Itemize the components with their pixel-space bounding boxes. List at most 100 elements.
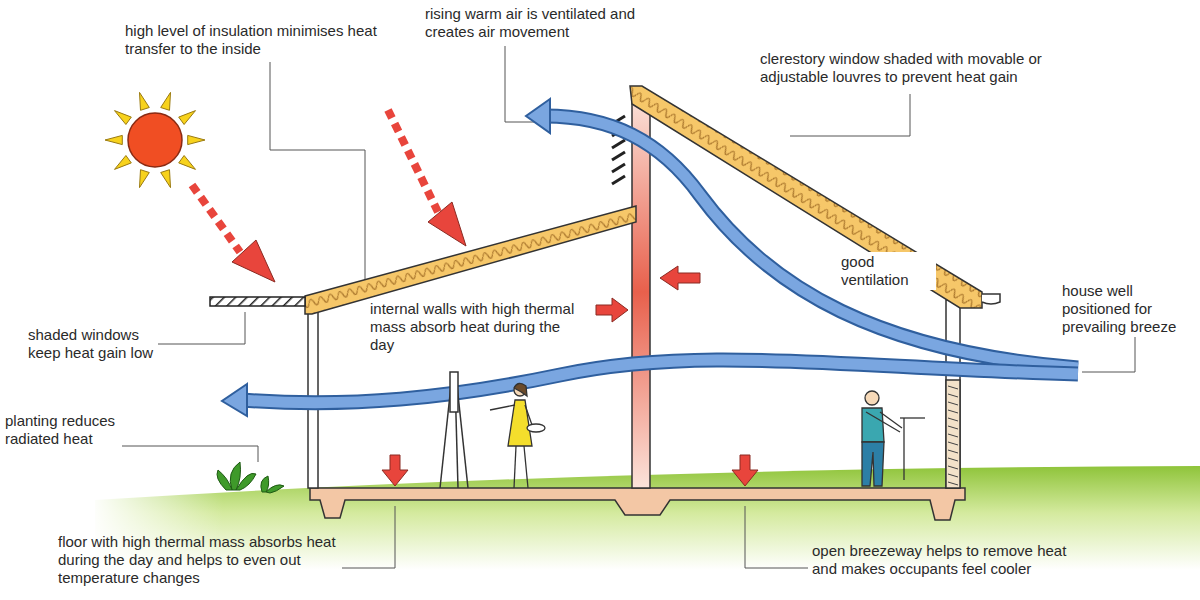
heat-arrows-part [382,455,408,486]
roofs-part [305,206,636,314]
painter-figure-part [514,383,527,396]
walls-part [632,96,650,488]
painter-figure-part [490,405,515,410]
wall-texture-stroke [948,482,958,485]
wall-texture-stroke [948,458,958,461]
heat-arrows-part [732,455,758,486]
occupant-figure-part [862,442,884,486]
callout-label: house well positioned for prevailing bre… [1062,282,1194,336]
walls [308,96,960,488]
painter-figure-part [524,446,528,488]
leader-lines [122,46,1135,568]
sun-ray [115,111,132,125]
painter-figure-part [508,400,532,446]
ventilation-arrows-part [545,116,1078,368]
sun-rays-dashed-part [428,202,466,246]
wall-texture-stroke [948,418,958,421]
planting-part [261,476,269,492]
callout-label: planting reduces radiated heat [5,412,135,448]
heat-arrows-part [660,266,700,290]
wall-texture-stroke [948,450,958,453]
sun-ray [115,156,132,170]
occupant-figure-part [880,412,902,428]
heat-arrows-part [596,298,628,322]
sun-ray [179,156,196,170]
occupant-figure-part [865,391,879,405]
occupant-figure-part [903,418,904,480]
leader-lines-part [122,446,258,462]
callout-label: rising warm air is ventilated and create… [425,5,687,41]
sun-ray [161,170,171,188]
callout-label: good ventilation [838,252,936,290]
walls-part [946,380,960,488]
floor-slab-part [310,488,965,520]
ventilation-arrows-part [526,99,550,133]
sun-part [128,113,182,167]
wall-texture-stroke [948,466,958,469]
wall-texture [948,386,958,485]
wall-texture-stroke [948,474,958,477]
easel [440,372,468,488]
sun-ray [188,135,205,144]
callout-label: clerestory window shaded with movable or… [760,50,1100,86]
painter-figure-part [525,405,532,425]
wall-texture-stroke [948,402,958,405]
ventilation-arrows [222,99,1078,416]
callout-label: shaded windows keep heat gain low [28,326,160,362]
leader-lines-part [270,62,365,282]
sun-ray [179,111,196,125]
painter-figure-part [527,424,545,432]
callout-label: internal walls with high thermal mass ab… [370,300,585,354]
callout-label: floor with high thermal mass absorbs hea… [58,533,340,587]
sun-rays-dashed-part [388,110,438,212]
sun-ray [161,92,171,110]
louvre-blade [612,140,625,148]
painter-figure [490,383,545,488]
callout-label: open breezeway helps to remove heat and … [812,542,1084,578]
ventilation-arrows-part [242,360,1078,403]
callout-label: high level of insulation minimises heat … [125,22,390,58]
floor-slab [310,488,965,520]
planting [217,462,284,493]
roofs-part [630,86,982,308]
sun-ray [105,135,122,144]
sun-rays-dashed-part [232,240,275,282]
planting-part [266,485,284,493]
eave-shade-part [210,297,305,306]
wall-texture-stroke [948,426,958,429]
sun-rays-dashed-part [192,185,240,252]
wall-texture-stroke [948,394,958,397]
roofs [305,86,1000,314]
leader-lines-part [745,506,808,568]
roofs-part [982,294,1000,304]
walls-part [946,300,960,488]
wall-texture-stroke [948,386,958,389]
louvre-blade [612,176,625,184]
planting-part [236,473,256,490]
leader-lines-part [342,506,395,568]
painter-figure-part [514,384,526,396]
sun [105,92,205,187]
leader-lines-part [1082,337,1135,372]
louvre-blade [612,164,625,172]
ventilation-arrows-part [222,384,247,416]
heat-arrows [382,266,758,486]
eave-shade [210,297,305,306]
louvre-blade [612,152,625,160]
sun-ray [140,170,150,188]
planting-part [217,470,232,490]
easel-part [450,372,458,412]
occupant-figure [862,391,925,486]
sun-rays-dashed [192,110,466,282]
leader-lines-part [158,312,245,344]
wall-texture-stroke [948,442,958,445]
occupant-figure-part [866,412,900,432]
sun-ray [140,92,150,110]
leader-lines-part [790,94,910,136]
wall-texture-stroke [948,410,958,413]
ventilation-arrows-part [242,360,1078,403]
ventilation-arrows-part [545,116,1078,368]
painter-figure-part [514,446,516,488]
